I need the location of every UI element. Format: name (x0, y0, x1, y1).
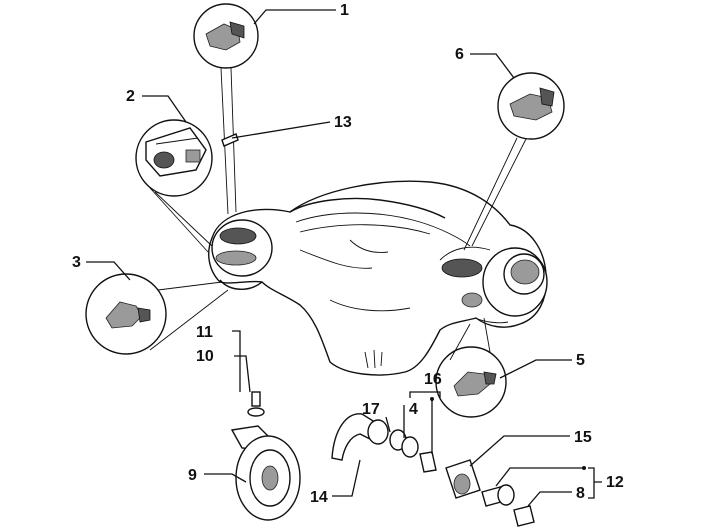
handlebar-cover (208, 180, 548, 376)
leader-1 (253, 9, 336, 25)
detail-circle-6 (497, 72, 565, 140)
detail-circle-5 (435, 346, 507, 418)
part-15-bushing (445, 459, 481, 499)
callout-12: 12 (606, 474, 624, 491)
leader-16 (409, 391, 441, 454)
callout-2: 2 (126, 88, 135, 105)
leader-9 (204, 473, 247, 483)
leader-5 (499, 359, 572, 379)
part-12-bolt (481, 484, 515, 507)
part-4-ring (401, 436, 419, 458)
leader-6 (470, 53, 515, 79)
callout-11: 11 (196, 324, 213, 341)
callout-6: 6 (455, 46, 464, 63)
callout-14: 14 (310, 489, 328, 506)
callout-16: 16 (424, 371, 442, 388)
leader-17 (385, 416, 391, 433)
leader-14 (332, 459, 361, 497)
callout-9: 9 (188, 467, 197, 484)
leader-15 (469, 435, 570, 467)
part-13-screw (221, 133, 239, 147)
callout-5: 5 (576, 352, 585, 369)
detail-circle-3 (85, 273, 167, 355)
part-9-horn (230, 425, 301, 521)
part-14-elbow (331, 413, 389, 461)
leader-12 (495, 467, 602, 499)
callout-1: 1 (340, 2, 349, 19)
callout-8: 8 (576, 485, 585, 502)
leader-10-11 (232, 330, 251, 393)
detail-circle-1 (193, 3, 259, 69)
leader-8 (527, 491, 572, 507)
callout-4: 4 (409, 401, 418, 418)
callout-15: 15 (574, 429, 592, 446)
part-8-bolt (513, 505, 535, 527)
callout-3: 3 (72, 254, 81, 271)
leader-12-dot (582, 466, 586, 470)
part-10-11-screw (247, 391, 265, 417)
detail-circle-2 (135, 119, 213, 197)
leader-2 (142, 95, 187, 123)
leader-16-dot (430, 397, 434, 401)
leader-3 (86, 261, 131, 281)
leader-13 (231, 121, 331, 139)
callout-13: 13 (334, 114, 352, 131)
callout-17: 17 (362, 401, 380, 418)
callout-10: 10 (196, 348, 214, 365)
part-16-spacer (419, 451, 437, 473)
